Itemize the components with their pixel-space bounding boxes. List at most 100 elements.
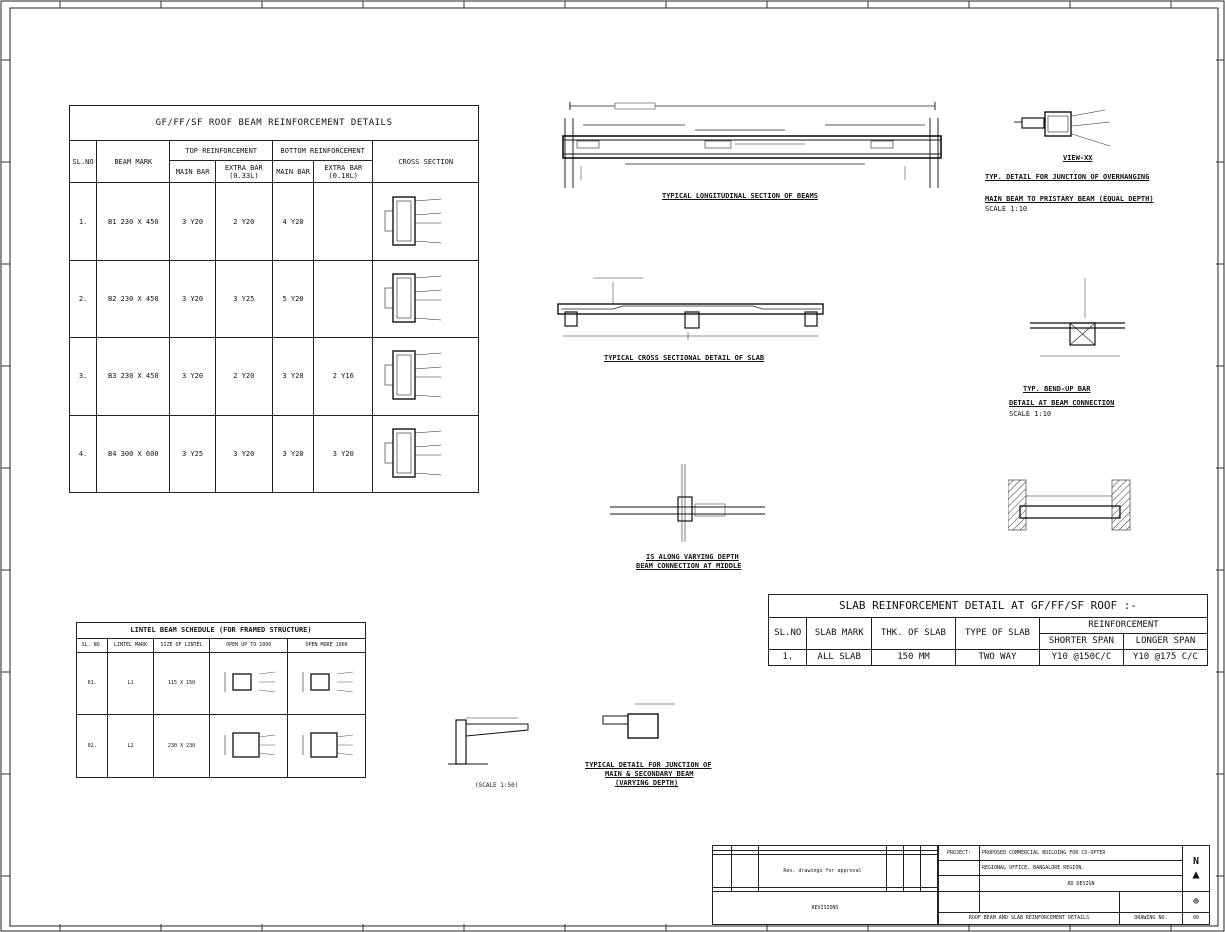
lintel-col-4: OPEN MORE 1000 [287,637,366,653]
lintel-section-sketch [302,732,353,758]
junction-detail-drawing [1014,109,1111,147]
cell-sl-no: 4. [68,414,98,494]
cell-sl-no: 2. [68,259,98,339]
cell-top-extra: 2 Y20 [214,337,273,416]
longitudinal-section-drawing [562,102,942,188]
cell-top-main: 3 Y25 [169,414,216,494]
caption-junction-scale: SCALE 1:10 [985,205,1028,213]
lintel-schedule-table: LINTEL BEAM SCHEDULE (FOR FRAMED STRUCTU… [75,622,366,778]
cell-bot-main: 3 Y20 [271,414,315,494]
cell-top-main: 3 Y20 [169,259,216,339]
cell-top-extra: 3 Y20 [214,414,273,494]
caption-varying-2: BEAM CONNECTION AT MIDDLE [636,562,742,570]
caption-slab-cross-section: TYPICAL CROSS SECTIONAL DETAIL OF SLAB [604,354,765,362]
drawing-label: DRAWING NO. [1118,911,1184,926]
cell-bot-extra [313,259,374,339]
project-line2: REGIONAL OFFICE, BANGALORE REGION. [979,860,1183,877]
cell-beam-mark: B4 300 X 600 [96,414,171,494]
lintel-col-2: SIZE OF LINTEL [152,637,211,653]
cell-bot-main: 3 Y20 [271,337,315,416]
col-cross-section: CROSS SECTION [372,140,479,184]
cell-beam-mark: B2 230 X 450 [96,259,171,339]
lintel-section-sketch [224,672,275,693]
caption-junction2-2: MAIN & SECONDARY BEAM [605,770,694,778]
beam-reinforcement-table: GF/FF/SF ROOF BEAM REINFORCEMENT DETAILS… [68,104,479,494]
slab-table-title: SLAB REINFORCEMENT DETAIL AT GF/FF/SF RO… [768,594,1208,618]
sunshade-drawing [448,717,529,765]
lintel-cell-mark: L2 [107,714,154,778]
caption-junction2-3: (VARYING DEPTH) [615,779,679,787]
caption-junction2-1: TYPICAL DETAIL FOR JUNCTION OF [585,761,712,769]
cell-cross-section [372,414,479,494]
revisions-label: REVISIONS [712,891,938,925]
slab-cell-mark: ALL SLAB [806,648,872,667]
slab-reinforcement-table: SLAB REINFORCEMENT DETAIL AT GF/FF/SF RO… [767,594,1209,667]
lintel-col-3: OPEN UP TO 1000 [209,637,289,653]
slab-col-shorter: SHORTER SPAN [1038,632,1124,650]
cell-bot-extra: 2 Y16 [313,337,374,416]
lintel-cell-mark: L1 [107,651,154,716]
caption-junction-sub: MAIN BEAM TO PRISTARY BEAM (EQUAL DEPTH) [985,195,1154,203]
bent-up-bar-drawing [1030,278,1125,357]
slab-cell-sl: 1. [767,648,808,667]
cell-bot-main: 5 Y20 [271,259,315,339]
slab-cell-thk: 150 MM [870,648,956,667]
lintel-cell-open-more [287,651,366,716]
lintel-col-0: SL. NO. [75,637,109,653]
revision-row-text: Rev. drawings for approval [758,854,887,888]
col-sl-no: SL.NO [68,140,98,184]
cell-cross-section [372,182,479,261]
beam-cross-section-sketch [384,195,441,246]
beam-cross-section-sketch [384,273,441,323]
north-arrow-label: N [1192,855,1200,867]
design-label: RD DESIGN [979,875,1183,892]
secondary-beam-junction-drawing [602,703,675,739]
cell-cross-section [372,259,479,339]
col-bot-main: MAIN BAR [271,160,315,184]
wall-lintel-drawing [1008,479,1131,531]
lintel-cell-open-upto [209,651,289,716]
title-block: PROJECT: PROPOSED COMMERCIAL BUILDING FO… [938,844,1210,926]
revision-block: Rev. drawings for approval REVISIONS [712,845,938,925]
col-top-main: MAIN BAR [169,160,216,184]
north-arrow: N▲ [1182,845,1210,892]
cell-bot-extra: 3 Y20 [313,414,374,494]
caption-view-xx: VIEW-XX [1063,154,1093,162]
cell-top-extra: 2 Y20 [214,182,273,261]
lintel-cell-size: 230 X 230 [152,714,211,778]
beam-table-title: GF/FF/SF ROOF BEAM REINFORCEMENT DETAILS [69,104,479,142]
lintel-cell-size: 115 X 150 [152,651,211,716]
caption-bent-up-1: TYP. BEND-UP BAR [1023,385,1091,393]
sheet-no: 00 [1182,911,1210,926]
caption-longitudinal-section: TYPICAL LONGITUDINAL SECTION OF BEAMS [662,192,818,200]
beam-cross-section-sketch [384,350,441,401]
col-top-extra: EXTRA BAR (0.33L) [214,160,273,184]
slab-cell-shorter: Y10 @150C/C [1038,648,1124,667]
col-top-reinforcement: TOP REINFORCEMENT [169,140,273,162]
cell-top-main: 3 Y20 [169,182,216,261]
caption-varying-1: IS ALONG VARYING DEPTH [646,553,739,561]
cell-beam-mark: B3 230 X 450 [96,337,171,416]
slab-col-reinforcement: REINFORCEMENT [1038,616,1209,634]
slab-col-sl-no: SL.NO [767,616,808,650]
lintel-section-sketch [224,732,275,758]
lintel-cell-sl: 02. [75,714,109,778]
lintel-cell-sl: 01. [75,651,109,716]
cell-top-extra: 3 Y25 [214,259,273,339]
cell-cross-section [372,337,479,416]
cell-sl-no: 1. [68,182,98,261]
cell-beam-mark: B1 230 X 450 [96,182,171,261]
slab-cross-section-drawing [557,277,824,340]
cell-bot-extra [313,182,374,261]
lintel-cell-open-upto [209,714,289,778]
caption-bent-up-2: DETAIL AT BEAM CONNECTION [1009,399,1115,407]
slab-cell-type: TWO WAY [954,648,1040,667]
lintel-table-title: LINTEL BEAM SCHEDULE (FOR FRAMED STRUCTU… [76,622,366,639]
